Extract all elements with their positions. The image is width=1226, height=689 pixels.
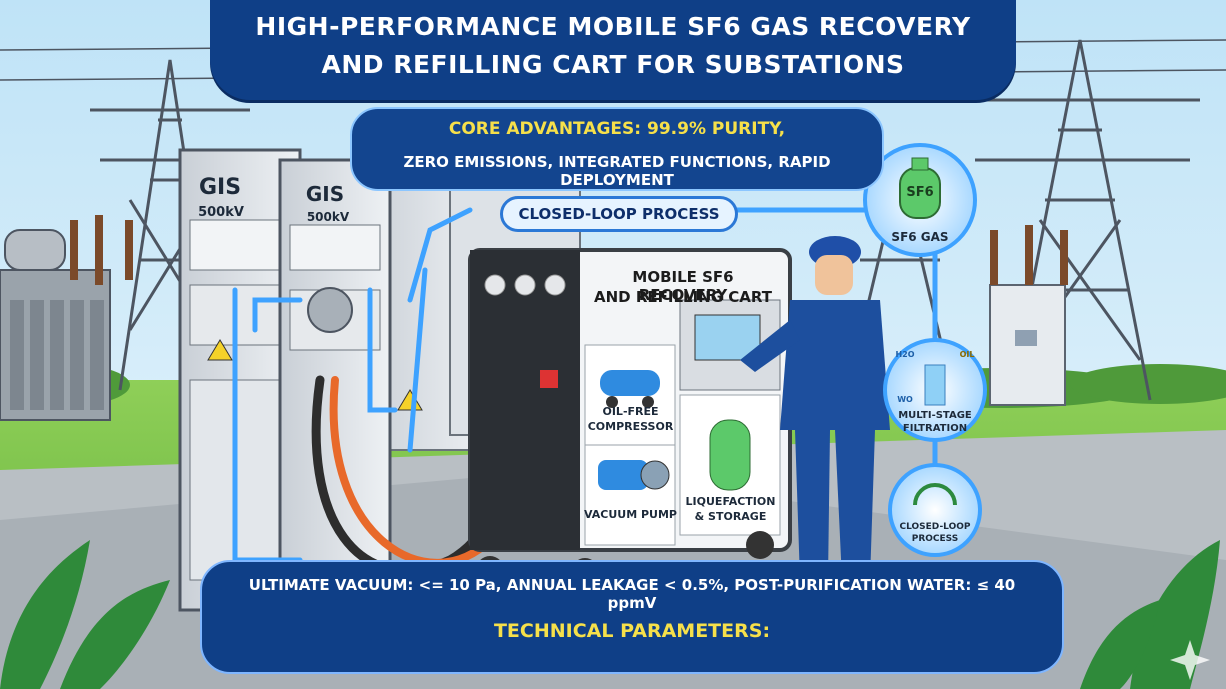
filtration-label-line-1: MULTI-STAGE <box>898 410 972 421</box>
compressor-icon <box>600 370 660 408</box>
technical-parameters-heading: TECHNICAL PARAMETERS: <box>493 620 771 642</box>
gis-2-voltage: 500kV <box>306 210 350 224</box>
filter-badge-wo: WO <box>897 395 913 404</box>
filtration-label-line-2: FILTRATION <box>902 423 968 434</box>
vacuum-pump-label: VACUUM PUMP <box>584 508 677 521</box>
recycle-icon <box>888 463 982 557</box>
sf6-gas-label: SF6 GAS <box>891 230 949 244</box>
technical-parameters-banner: ULTIMATE VACUUM: <= 10 Pa, ANNUAL LEAKAG… <box>200 560 1064 674</box>
title-banner: HIGH-PERFORMANCE MOBILE SF6 GAS RECOVERY… <box>210 0 1016 100</box>
advantages-banner: CORE ADVANTAGES: 99.9% PURITY, ZERO EMIS… <box>350 107 884 191</box>
title-line-1: HIGH-PERFORMANCE MOBILE SF6 GAS RECOVERY <box>255 12 971 41</box>
cart-title-line-2: AND REFILLING CART <box>594 288 772 306</box>
filter-badge-h2o: H2O <box>895 350 915 359</box>
liquefaction-label-line-2: & STORAGE <box>694 510 767 523</box>
liquefaction-label-line-1: LIQUEFACTION <box>685 495 776 508</box>
sparkle-icon <box>1170 640 1210 680</box>
cart-title-line-1: MOBILE SF6 RECOVERY <box>632 268 734 304</box>
vacuum-pump-icon <box>598 460 670 490</box>
sf6-cylinder-badge: SF6 <box>906 185 934 200</box>
closed-loop-process-label: CLOSED-LOOP PROCESS <box>500 196 738 232</box>
technical-parameters-line: ULTIMATE VACUUM: <= 10 Pa, ANNUAL LEAKAG… <box>248 576 1016 612</box>
compressor-label-line-2: COMPRESSOR <box>587 420 674 433</box>
filter-icon <box>883 338 987 442</box>
substation-cabinet-right <box>989 225 1068 406</box>
gis-2-name: GIS <box>305 182 345 206</box>
closed-loop-circle-line-2: PROCESS <box>911 534 959 544</box>
filter-badge-oil: OIL <box>959 350 975 359</box>
gis-1-voltage: 500kV <box>198 205 244 220</box>
advantages-line-2: ZERO EMISSIONS, INTEGRATED FUNCTIONS, RA… <box>403 153 831 189</box>
foreground-plants <box>0 540 1220 689</box>
gas-cylinder-icon <box>863 143 977 257</box>
advantages-line-1: CORE ADVANTAGES: 99.9% PURITY, <box>448 119 786 139</box>
closed-loop-circle-line-1: CLOSED-LOOP <box>899 522 971 532</box>
title-line-2: AND REFILLING CART FOR SUBSTATIONS <box>321 50 905 79</box>
gis-1-name: GIS <box>198 175 242 200</box>
transformer <box>0 215 133 421</box>
compressor-label-line-1: OIL-FREE <box>602 405 659 418</box>
technician <box>740 236 890 592</box>
